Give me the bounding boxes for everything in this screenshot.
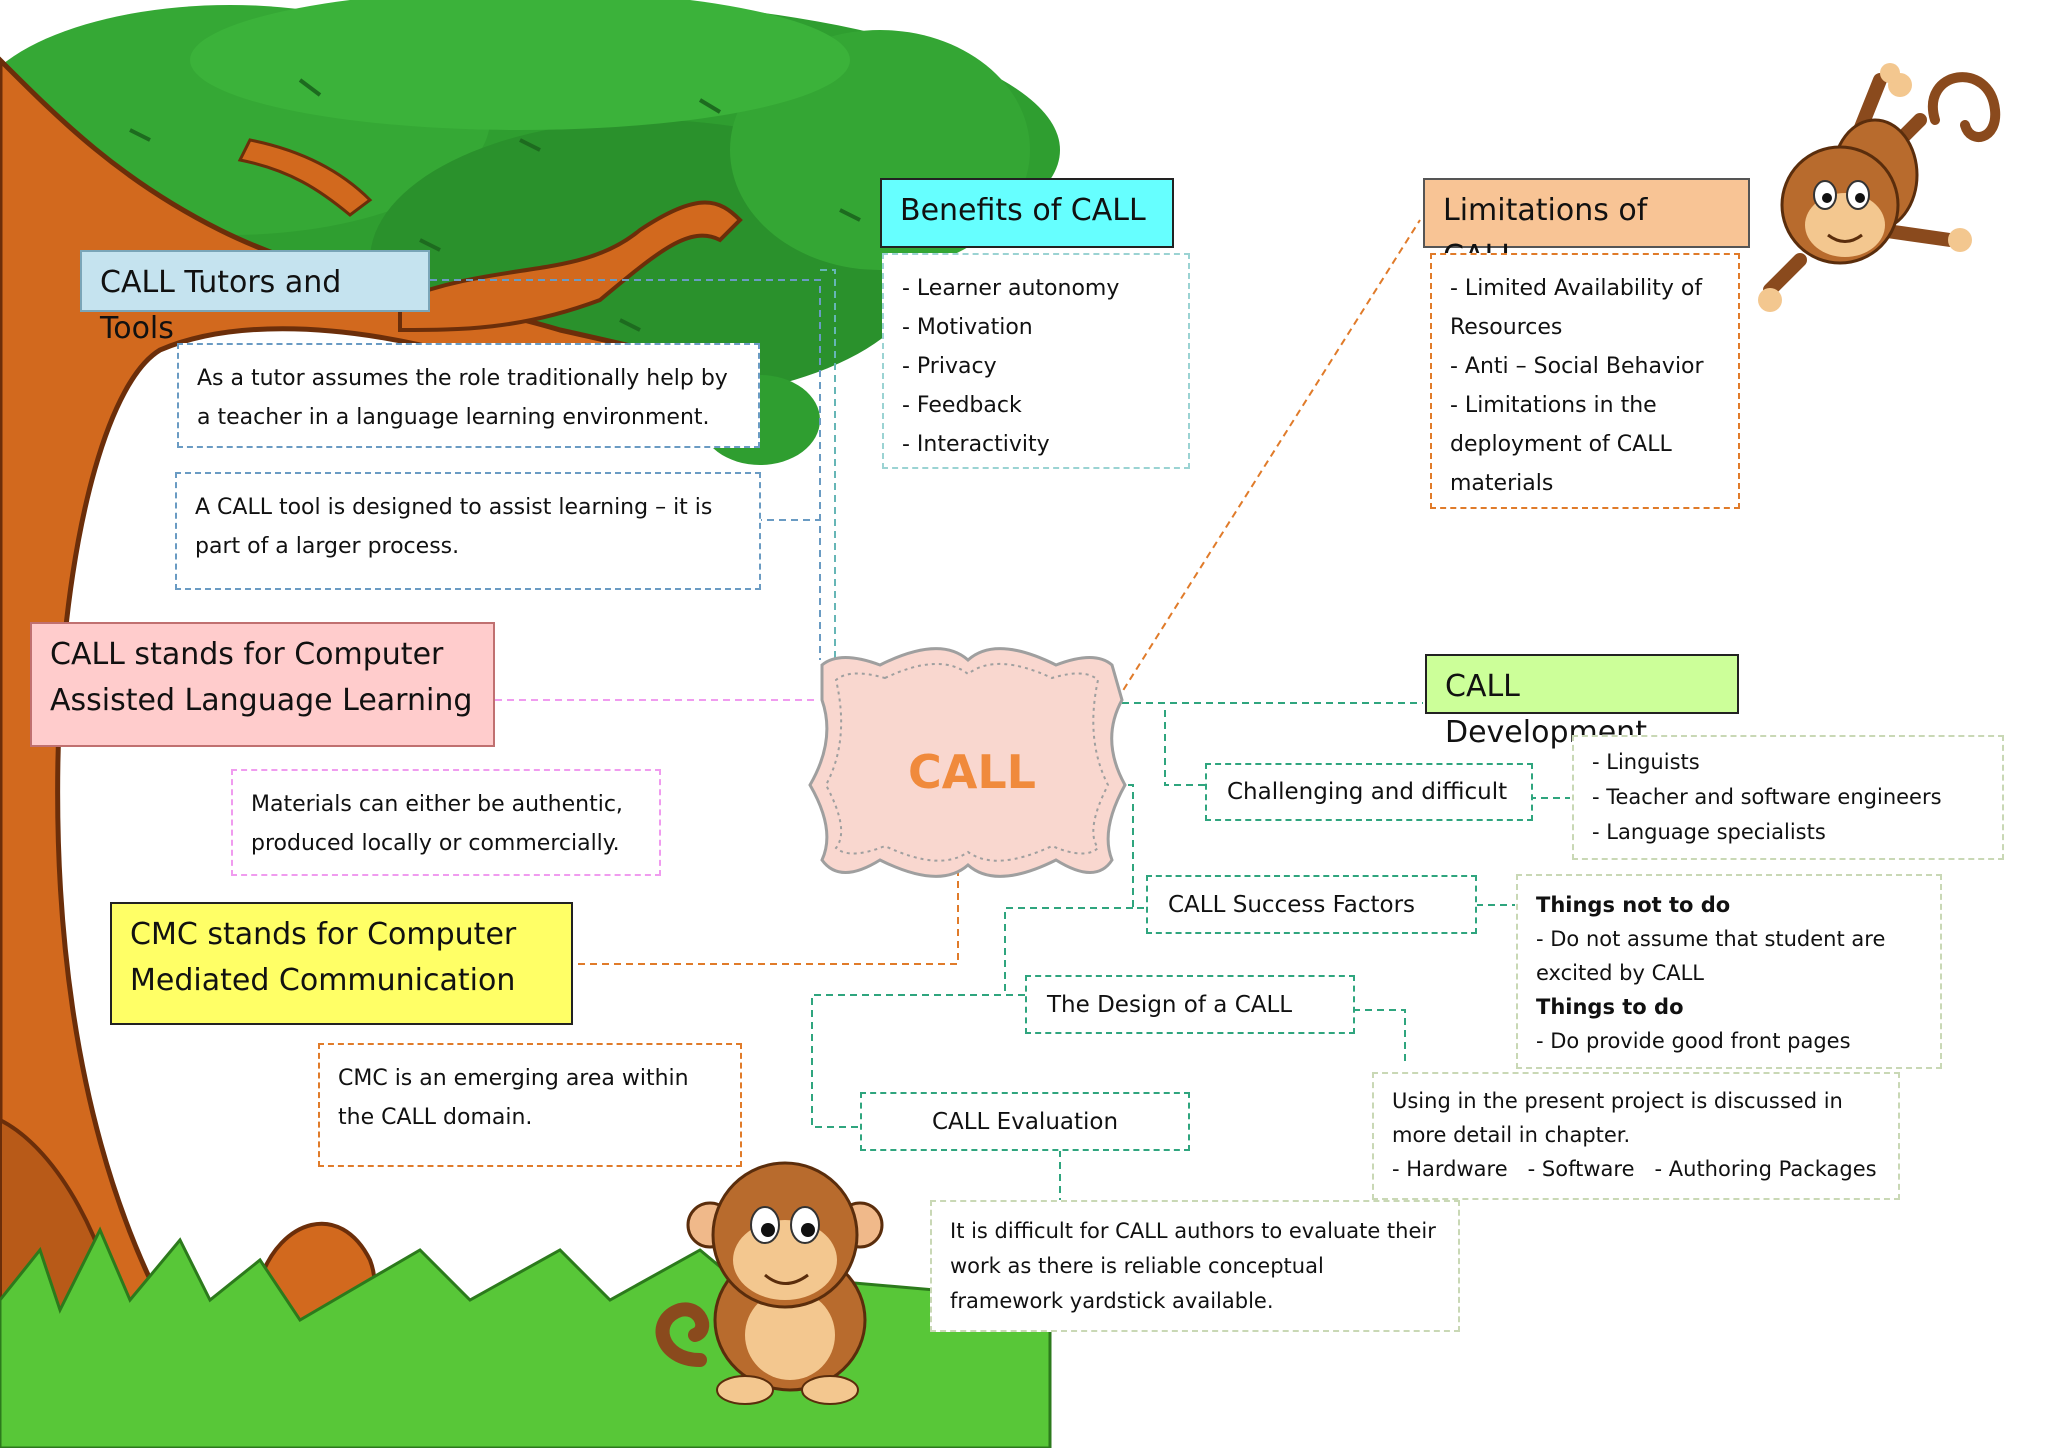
benefit-item: - Privacy — [902, 354, 997, 379]
monkey-hanging-illustration — [1758, 63, 2001, 312]
design-note-components: - Hardware - Software - Authoring Packag… — [1392, 1157, 1877, 1181]
benefit-item: - Learner autonomy — [902, 276, 1120, 301]
limitations-list: - Limited Availability of Resources - An… — [1430, 253, 1740, 509]
challenging-item: - Language specialists — [1592, 820, 1826, 844]
benefits-list: - Learner autonomy - Motivation - Privac… — [882, 253, 1190, 469]
challenging-node: Challenging and difficult — [1205, 763, 1533, 821]
design-note: Using in the present project is discusse… — [1372, 1072, 1900, 1200]
connector-challenging — [1164, 710, 1205, 786]
limitation-item: - Limited Availability of Resources — [1450, 276, 1703, 340]
center-node — [808, 647, 1127, 878]
challenging-item: - Linguists — [1592, 750, 1700, 774]
tutor-note: As a tutor assumes the role traditionall… — [177, 343, 760, 448]
todo-heading: Things to do — [1536, 995, 1684, 1019]
definition-note: Materials can either be authentic, produ… — [231, 769, 661, 876]
success-factors-details: Things not to do - Do not assume that st… — [1516, 874, 1942, 1069]
benefits-title: Benefits of CALL — [880, 178, 1174, 248]
not-todo-heading: Things not to do — [1536, 893, 1731, 917]
tool-note: A CALL tool is designed to assist learni… — [175, 472, 761, 590]
benefit-item: - Interactivity — [902, 432, 1050, 457]
connector-design — [1004, 907, 1133, 996]
development-title: CALL Development — [1425, 654, 1739, 750]
connector-success — [1128, 784, 1145, 909]
benefit-item: - Motivation — [902, 315, 1033, 340]
tutors-tools-title: CALL Tutors and Tools — [80, 250, 430, 346]
connector-benefits — [820, 269, 836, 660]
connector-limitations — [1116, 219, 1421, 701]
not-todo-item: - Do not assume that student are excited… — [1536, 927, 1886, 985]
benefit-item: - Feedback — [902, 393, 1022, 418]
design-node: The Design of a CALL — [1025, 975, 1355, 1034]
limitation-item: - Anti – Social Behavior — [1450, 354, 1704, 379]
success-factors-node: CALL Success Factors — [1146, 875, 1477, 934]
challenging-list: - Linguists - Teacher and software engin… — [1572, 735, 2004, 860]
todo-item: - Do provide good front pages — [1536, 1029, 1851, 1053]
design-note-text: Using in the present project is discusse… — [1392, 1089, 1843, 1147]
connector-tutors — [430, 279, 821, 660]
connector-lines — [430, 219, 1570, 1200]
monkey-sitting-illustration — [655, 1161, 884, 1405]
connector-evaluation — [811, 994, 1025, 1128]
challenging-item: - Teacher and software engineers — [1592, 785, 1942, 809]
connector-cmc — [578, 870, 959, 965]
evaluation-node: CALL Evaluation — [860, 1092, 1190, 1151]
evaluation-note: It is difficult for CALL authors to eval… — [930, 1200, 1460, 1332]
cmc-note: CMC is an emerging area within the CALL … — [318, 1043, 742, 1167]
limitation-item: - Limitations in the deployment of CALL … — [1450, 393, 1672, 496]
center-label: CALL — [908, 745, 1036, 799]
limitations-title: Limitations of CALL — [1423, 178, 1750, 274]
definition-title: CALL stands for Computer Assisted Langua… — [30, 622, 495, 747]
cmc-title: CMC stands for Computer Mediated Communi… — [110, 902, 573, 1025]
